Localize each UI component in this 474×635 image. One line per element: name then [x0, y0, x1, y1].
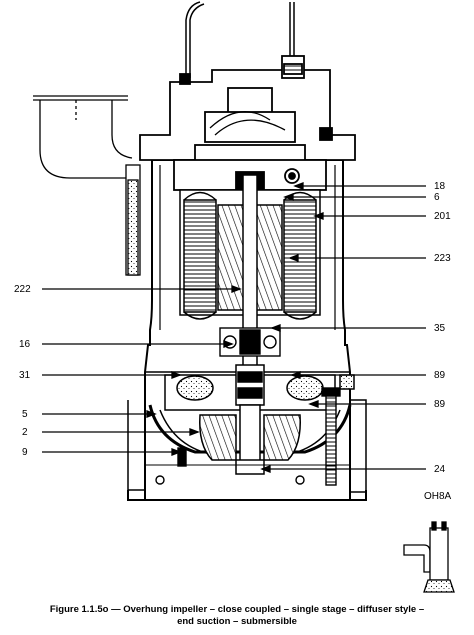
callout-2: 2: [22, 427, 28, 438]
leader-lines: [42, 182, 426, 473]
callout-16: 16: [19, 339, 31, 350]
callouts-right: 18 6 201 223 35 89 89 24: [434, 181, 451, 475]
callout-6: 6: [434, 192, 440, 203]
callout-9: 9: [22, 447, 28, 458]
callout-24: 24: [434, 464, 446, 475]
power-cables: [185, 1, 295, 78]
callout-89-upper: 89: [434, 370, 446, 381]
tie-bolts: [155, 387, 341, 486]
diffuser-impeller: [148, 404, 352, 475]
oil-chamber: [164, 364, 355, 411]
callouts-left: 222 16 31 5 2 9: [14, 284, 31, 458]
callout-89-lower: 89: [434, 399, 446, 410]
figure-caption-line-1: Figure 1.1.5o — Overhung impeller – clos…: [49, 604, 425, 615]
figure-caption-line-2: end suction – submersible: [177, 616, 297, 627]
callout-18: 18: [434, 181, 446, 192]
top-cover: [139, 55, 356, 201]
callout-35: 35: [434, 323, 446, 334]
pump-thumbnail-icon: OH8A: [403, 491, 455, 593]
discharge-elbow: [33, 95, 141, 276]
base-stand: [127, 464, 367, 501]
callout-5: 5: [22, 409, 28, 420]
bearing: [219, 327, 281, 357]
callout-201: 201: [434, 211, 451, 222]
callout-222: 222: [14, 284, 31, 295]
thumbnail-code: OH8A: [424, 491, 452, 502]
callout-223: 223: [434, 253, 451, 264]
stator: [179, 189, 321, 320]
callout-31: 31: [19, 370, 31, 381]
